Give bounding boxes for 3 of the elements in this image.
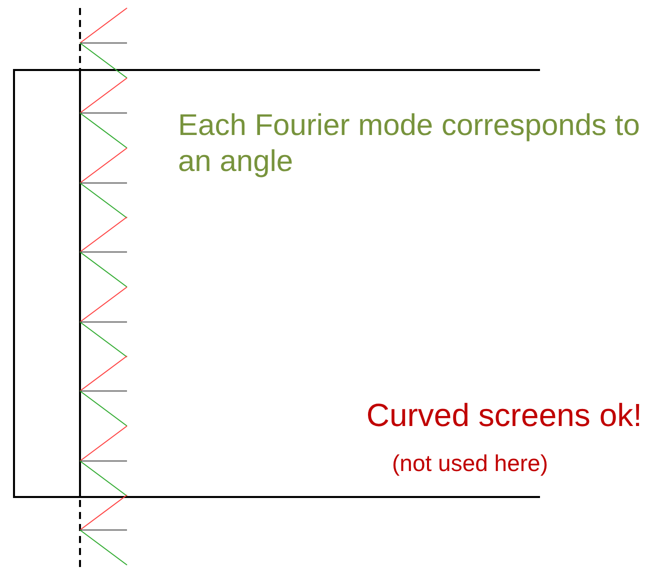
annotation-text: Curved screens ok! <box>365 396 642 434</box>
note-text: (not used here) <box>391 450 549 478</box>
annotation-text: Each Fourier mode corresponds to an angle <box>178 108 641 180</box>
